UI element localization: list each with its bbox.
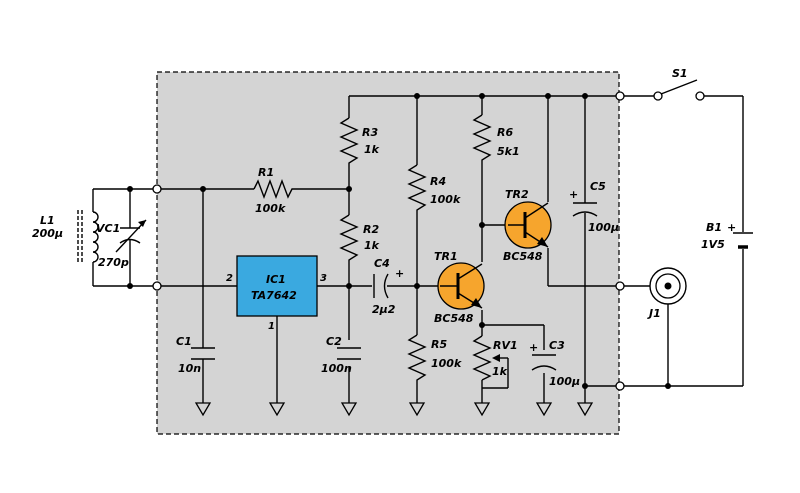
resistor-R5: R5 100k — [407, 334, 462, 385]
R2-ref: R2 — [363, 223, 379, 236]
TR2-ref: TR2 — [505, 188, 529, 201]
battery-B1: + B1 1V5 — [701, 221, 753, 251]
C2-value: 100n — [321, 362, 352, 375]
C3-polarity: + — [529, 341, 538, 354]
L1-value: 200µ — [32, 227, 63, 240]
switch-S1: S1 — [653, 67, 705, 101]
RV1-ref: RV1 — [493, 339, 518, 352]
R1-ref: R1 — [258, 166, 274, 179]
J1-ref: J1 — [647, 307, 661, 320]
board-terminals — [152, 91, 625, 391]
C4-ref: C4 — [374, 257, 390, 270]
transistor-TR2: TR2 BC548 — [503, 188, 552, 263]
circuit-board-area — [156, 71, 620, 435]
B1-ref: B1 — [706, 221, 722, 234]
VC1-ref: VC1 — [96, 222, 120, 235]
TR1-value: BC548 — [434, 312, 474, 325]
R5-value: 100k — [431, 357, 462, 370]
ground-icon — [473, 402, 491, 417]
ground-icon — [535, 402, 553, 417]
C3-ref: C3 — [549, 339, 565, 352]
resistor-R2: R2 1k — [339, 214, 380, 265]
C4-polarity: + — [395, 267, 404, 280]
R6-ref: R6 — [497, 126, 513, 139]
resistor-R4: R4 100k — [407, 164, 461, 215]
R5-ref: R5 — [431, 338, 447, 351]
capacitor-C4: + C4 2µ2 — [372, 257, 404, 316]
R4-ref: R4 — [430, 175, 446, 188]
IC1-pin2: 2 — [226, 273, 233, 284]
resistor-R3: R3 1k — [339, 117, 380, 168]
C1-ref: C1 — [176, 335, 192, 348]
IC1-pin1: 1 — [268, 321, 275, 332]
R3-value: 1k — [364, 143, 380, 156]
potentiometer-RV1: RV1 1k — [472, 335, 518, 389]
TR2-value: BC548 — [503, 250, 543, 263]
B1-polarity: + — [727, 221, 736, 234]
R3-ref: R3 — [362, 126, 378, 139]
R6-value: 5k1 — [497, 145, 520, 158]
IC1-ref: IC1 — [266, 273, 286, 286]
RV1-value: 1k — [492, 365, 508, 378]
ground-icon — [340, 402, 358, 417]
inductor-L1: L1 200µ — [32, 210, 99, 264]
R4-value: 100k — [430, 193, 461, 206]
ground-icon — [194, 402, 212, 417]
ground-icon — [576, 402, 594, 417]
capacitor-C5: + C5 100µ — [569, 180, 619, 234]
capacitor-C3: + C3 100µ — [529, 339, 580, 388]
IC1-pin3: 3 — [320, 273, 327, 284]
variable-capacitor-VC1: VC1 270p — [96, 219, 147, 269]
R2-value: 1k — [364, 239, 380, 252]
wires — [92, 95, 744, 403]
TR1-ref: TR1 — [434, 250, 458, 263]
VC1-value: 270p — [98, 256, 129, 269]
capacitor-C2: C2 100n — [321, 335, 361, 375]
IC1-value: TA7642 — [251, 289, 297, 302]
resistor-R1: R1 100k — [253, 166, 296, 215]
C3-value: 100µ — [549, 375, 580, 388]
C2-ref: C2 — [326, 335, 342, 348]
S1-ref: S1 — [672, 67, 688, 80]
C5-ref: C5 — [590, 180, 606, 193]
junction-dots — [127, 93, 671, 389]
C4-value: 2µ2 — [372, 303, 396, 316]
ground-icon — [408, 402, 426, 417]
L1-ref: L1 — [40, 214, 55, 227]
capacitor-C1: C1 10n — [176, 335, 215, 375]
C1-value: 10n — [178, 362, 201, 375]
B1-value: 1V5 — [701, 238, 725, 251]
C5-polarity: + — [569, 188, 578, 201]
R1-value: 100k — [255, 202, 286, 215]
C5-value: 100µ — [588, 221, 619, 234]
resistor-R6: R6 5k1 — [472, 114, 520, 165]
transistor-TR1: TR1 BC548 — [434, 250, 485, 325]
jack-J1: J1 — [647, 267, 687, 320]
ground-symbols — [194, 402, 594, 417]
ground-icon — [268, 402, 286, 417]
ic-IC1: IC1 TA7642 1 2 3 — [226, 255, 327, 332]
